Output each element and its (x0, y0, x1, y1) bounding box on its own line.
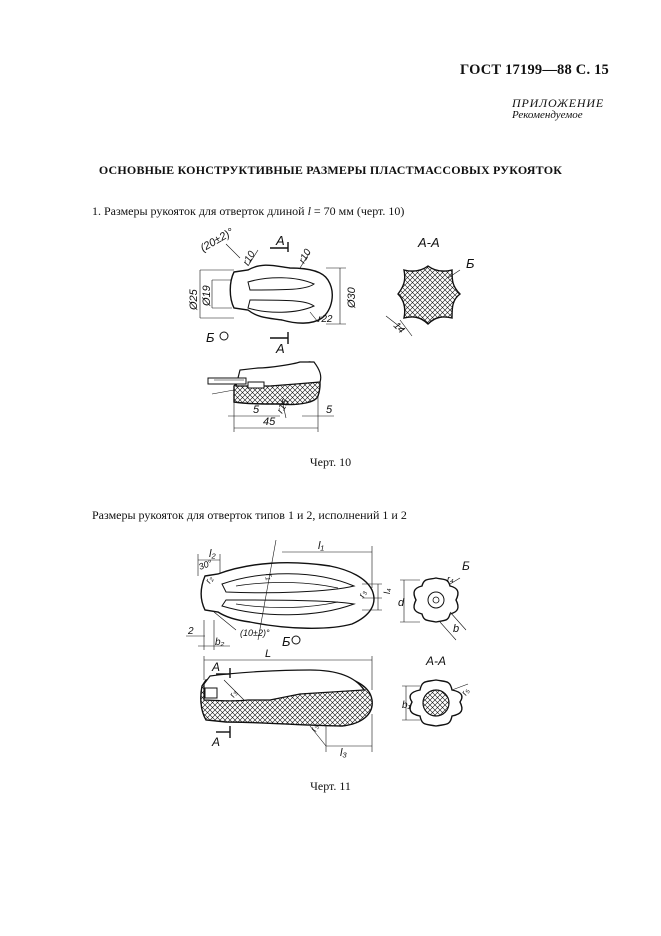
dim-r1: r₁ (263, 573, 275, 581)
fig10-side-view (207, 361, 334, 432)
dim-l1: l₁ (318, 540, 324, 552)
dim-l4: l₄ (382, 588, 392, 594)
fig11-section-a-top: А (211, 660, 220, 674)
view-b-arrow-label: Б (466, 256, 475, 271)
paragraph-1-text-a: 1. Размеры рукояток для отверток длиной (92, 204, 308, 218)
section-a-top: А (275, 233, 285, 248)
fig10-section-aa (385, 265, 462, 337)
dim-L: L (265, 648, 271, 660)
dim-5b: 5 (326, 404, 333, 416)
fig11-end-view (400, 577, 467, 641)
dim-14: 14 (391, 320, 407, 336)
dim-r4: r₄ (447, 574, 454, 584)
dim-d: d (398, 597, 405, 609)
figure-11-caption: Черт. 11 (310, 779, 351, 793)
fig11-top-view (186, 539, 382, 650)
dim-r3-side: r₃ (227, 688, 239, 699)
dim-2: 2 (187, 626, 194, 637)
dim-45: 45 (263, 416, 276, 428)
page-title: ОСНОВНЫЕ КОНСТРУКТИВНЫЕ РАЗМЕРЫ ПЛАСТМАС… (98, 163, 563, 177)
fig11-section-b-label: Б (462, 559, 470, 573)
dim-r10-a: r10 (241, 249, 258, 267)
dim-r5: r₅ (459, 686, 471, 697)
dim-r2: r₂ (203, 574, 215, 585)
dim-r10-b: r10 (297, 247, 314, 265)
standard-number: ГОСТ 17199—88 С. 15 (460, 62, 609, 78)
dim-l2: l₂ (209, 548, 216, 560)
paragraph-1-var: l (307, 204, 311, 218)
figure-10-caption: Черт. 10 (309, 455, 352, 469)
dim-r3: r₃ (356, 589, 368, 599)
dim-angle: (20±2)° (199, 226, 237, 255)
paragraph-2: Размеры рукояток для отверток типов 1 и … (92, 508, 407, 522)
dim-d19: Ø19 (201, 285, 213, 307)
fig11-section-aa-label: А-А (425, 654, 446, 668)
fig10-top-view (199, 242, 346, 344)
paragraph-1: 1. Размеры рукояток для отверток длиной … (92, 204, 404, 219)
dim-angle10: (10±2)° (240, 628, 270, 638)
dim-r3-bottom: r₃ (308, 723, 320, 733)
fig11-side-view (200, 656, 373, 752)
dim-angle30: 30° (197, 558, 214, 572)
dim-b1: b₁ (402, 700, 411, 711)
fig11-section-aa (402, 679, 469, 727)
dim-d30: Ø30 (346, 286, 358, 309)
dim-l3: l₃ (340, 747, 347, 759)
appendix-label: ПРИЛОЖЕНИЕ (512, 96, 604, 110)
fig11-view-b-label: Б (282, 634, 291, 649)
dim-d25: Ø25 (188, 288, 200, 311)
appendix-status: Рекомендуемое (512, 109, 583, 121)
section-aa-label: А-А (417, 235, 440, 250)
dim-b: b (453, 623, 459, 635)
dim-r22: r22 (318, 314, 333, 325)
paragraph-1-text-b: = 70 мм (черт. 10) (310, 204, 405, 218)
section-a-bottom: А (275, 341, 285, 356)
dim-b2: b₂ (215, 637, 225, 648)
view-b-label: Б (206, 330, 215, 345)
dim-5a: 5 (253, 404, 260, 416)
fig11-section-a-bottom: А (211, 735, 220, 749)
